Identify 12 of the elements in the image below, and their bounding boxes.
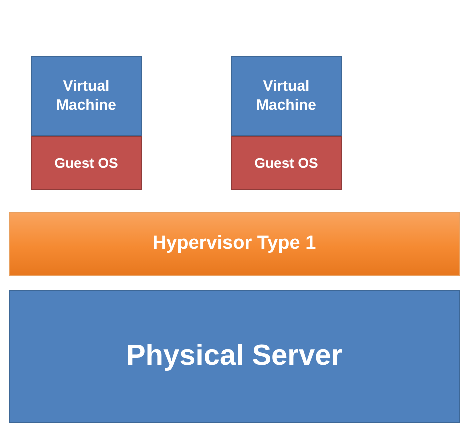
node-label: Virtual Machine xyxy=(55,76,118,116)
node-label: Guest OS xyxy=(54,154,118,172)
node-label: Virtual Machine xyxy=(255,76,318,116)
hypervisor-bar xyxy=(9,212,460,276)
virtual-machine-box xyxy=(31,56,142,136)
node-label: Physical Server xyxy=(126,338,343,374)
guest-os-box xyxy=(231,136,342,190)
node-label: Hypervisor Type 1 xyxy=(152,232,316,256)
physical-server-box xyxy=(9,290,460,423)
node-label: Guest OS xyxy=(254,154,318,172)
virtual-machine-box xyxy=(231,56,342,136)
guest-os-box xyxy=(31,136,142,190)
